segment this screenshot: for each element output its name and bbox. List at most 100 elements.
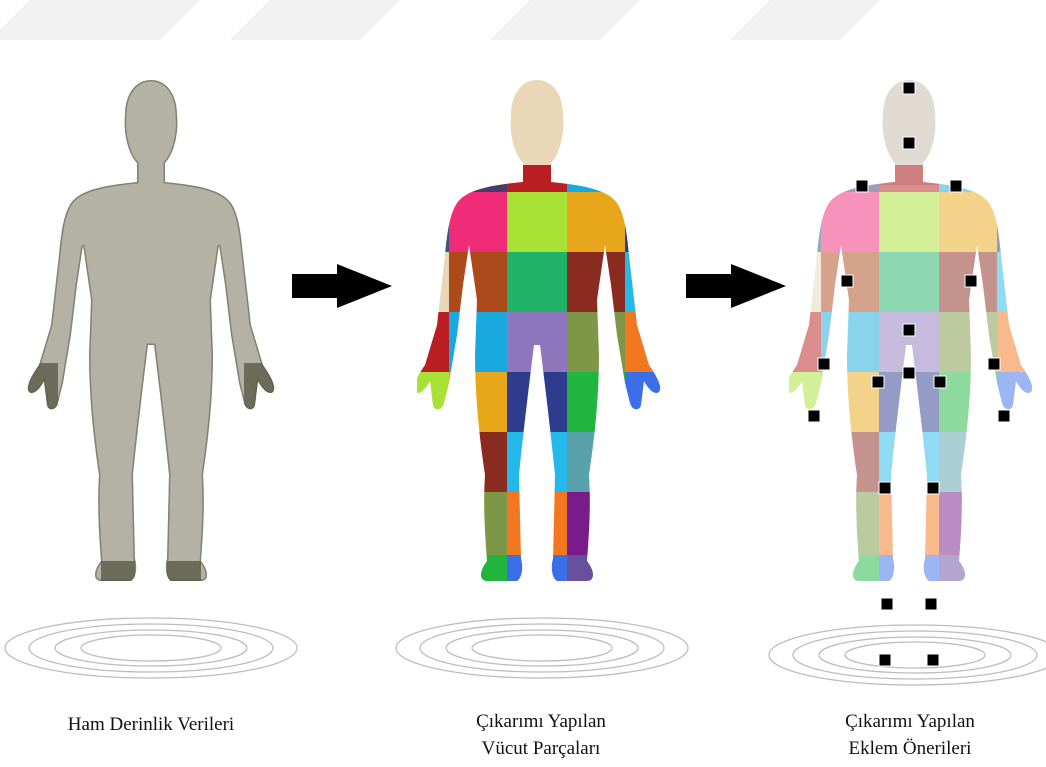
- depth-silhouette: [26, 80, 276, 581]
- body-part-segment: [789, 165, 821, 192]
- ground-rings: [5, 618, 1046, 685]
- header-stripes-decoration: [0, 0, 880, 40]
- ground-ring: [420, 624, 664, 672]
- ground-ring: [769, 625, 1046, 685]
- header-stripe: [0, 0, 200, 40]
- joint-proposals-figure: [779, 80, 1039, 680]
- body-part-segment: [449, 372, 507, 432]
- body-part-segment: [417, 192, 449, 252]
- ground-ring: [472, 635, 612, 661]
- body-part-segment: [417, 492, 449, 555]
- body-part-segment: [789, 192, 821, 252]
- body-parts-figure: [417, 80, 662, 668]
- joint-marker: [808, 410, 820, 422]
- ground-ring: [845, 642, 985, 668]
- depth-shadow: [101, 561, 135, 581]
- body-part-segment: [417, 555, 449, 600]
- depth-shadow: [244, 363, 276, 411]
- body-part-segment: [567, 192, 625, 252]
- body-part-segment: [567, 432, 625, 492]
- header-stripe: [490, 0, 640, 40]
- ground-ring: [29, 624, 273, 672]
- depth-shadow: [26, 363, 58, 411]
- body-part-segment: [997, 492, 1034, 555]
- body-part-segment: [789, 432, 821, 492]
- ground-ring: [793, 631, 1037, 679]
- body-part-segments-faded: [779, 80, 1039, 680]
- body-part-segment: [507, 555, 567, 600]
- body-part-segment: [417, 252, 449, 312]
- joint-marker: [903, 82, 915, 94]
- body-part-segment: [449, 432, 507, 492]
- body-part-segment: [449, 312, 507, 372]
- body-part-segment: [507, 432, 567, 492]
- body-part-segment: [997, 165, 1034, 192]
- body-part-segment: [417, 432, 449, 492]
- joint-marker: [841, 275, 853, 287]
- body-part-segment: [417, 165, 449, 192]
- caption-joint-proposals: Çıkarımı Yapılan Eklem Önerileri: [780, 708, 1040, 762]
- ground-ring: [396, 618, 688, 678]
- joint-marker: [927, 654, 939, 666]
- body-part-segment: [567, 252, 625, 312]
- body-part-segment: [449, 555, 507, 600]
- body-part-segment: [567, 555, 625, 600]
- right-arrow-icon: [292, 264, 392, 308]
- body-part-segments: [417, 80, 662, 668]
- joint-marker: [879, 654, 891, 666]
- right-arrow-icon: [686, 264, 786, 308]
- header-stripe: [230, 0, 400, 40]
- ground-ring: [5, 618, 297, 678]
- joint-marker: [988, 358, 1000, 370]
- body-part-segment: [789, 555, 821, 600]
- body-part-segment: [507, 192, 567, 252]
- body-part-segment: [625, 555, 662, 600]
- body-part-segment: [417, 372, 449, 432]
- body-part-segment: [567, 492, 625, 555]
- joint-marker: [927, 482, 939, 494]
- body-part-segment: [625, 192, 662, 252]
- body-part-segment: [625, 432, 662, 492]
- body-part-segment: [997, 600, 1034, 640]
- body-part-segment: [507, 600, 567, 640]
- fade-overlay: [779, 80, 1039, 680]
- header-stripe: [730, 0, 880, 40]
- body-part-segment: [625, 372, 662, 432]
- joint-marker: [903, 324, 915, 336]
- body-part-segment: [567, 165, 625, 192]
- joint-marker: [881, 598, 893, 610]
- body-part-segment: [507, 372, 567, 432]
- caption-raw-depth: Ham Derinlik Verileri: [21, 711, 281, 738]
- body-part-segment: [997, 432, 1034, 492]
- joint-marker: [925, 598, 937, 610]
- joint-marker: [872, 376, 884, 388]
- body-part-segment: [449, 165, 507, 192]
- body-part-segment: [625, 165, 662, 192]
- body-part-segment: [789, 600, 821, 640]
- body-part-segment: [449, 492, 507, 555]
- body-part-segment: [507, 165, 567, 192]
- body-part-segment: [507, 492, 567, 555]
- body-part-segment: [997, 192, 1034, 252]
- body-part-segment: [507, 312, 567, 372]
- body-part-segment: [449, 252, 507, 312]
- body-part-segment: [625, 312, 662, 372]
- depth-shadow: [167, 561, 201, 581]
- body-part-segment: [417, 312, 449, 372]
- caption-body-parts: Çıkarımı Yapılan Vücut Parçaları: [411, 708, 671, 762]
- body-part-segment: [507, 252, 567, 312]
- joint-marker: [856, 180, 868, 192]
- joint-marker: [903, 367, 915, 379]
- body-part-segment: [625, 252, 662, 312]
- body-part-segment: [567, 312, 625, 372]
- joint-marker: [965, 275, 977, 287]
- body-part-segment: [625, 492, 662, 555]
- body-part-segment: [789, 492, 821, 555]
- joint-marker: [879, 482, 891, 494]
- body-part-segment: [939, 600, 997, 640]
- joint-marker: [998, 410, 1010, 422]
- joint-marker: [934, 376, 946, 388]
- body-part-segment: [567, 372, 625, 432]
- body-part-segment: [449, 192, 507, 252]
